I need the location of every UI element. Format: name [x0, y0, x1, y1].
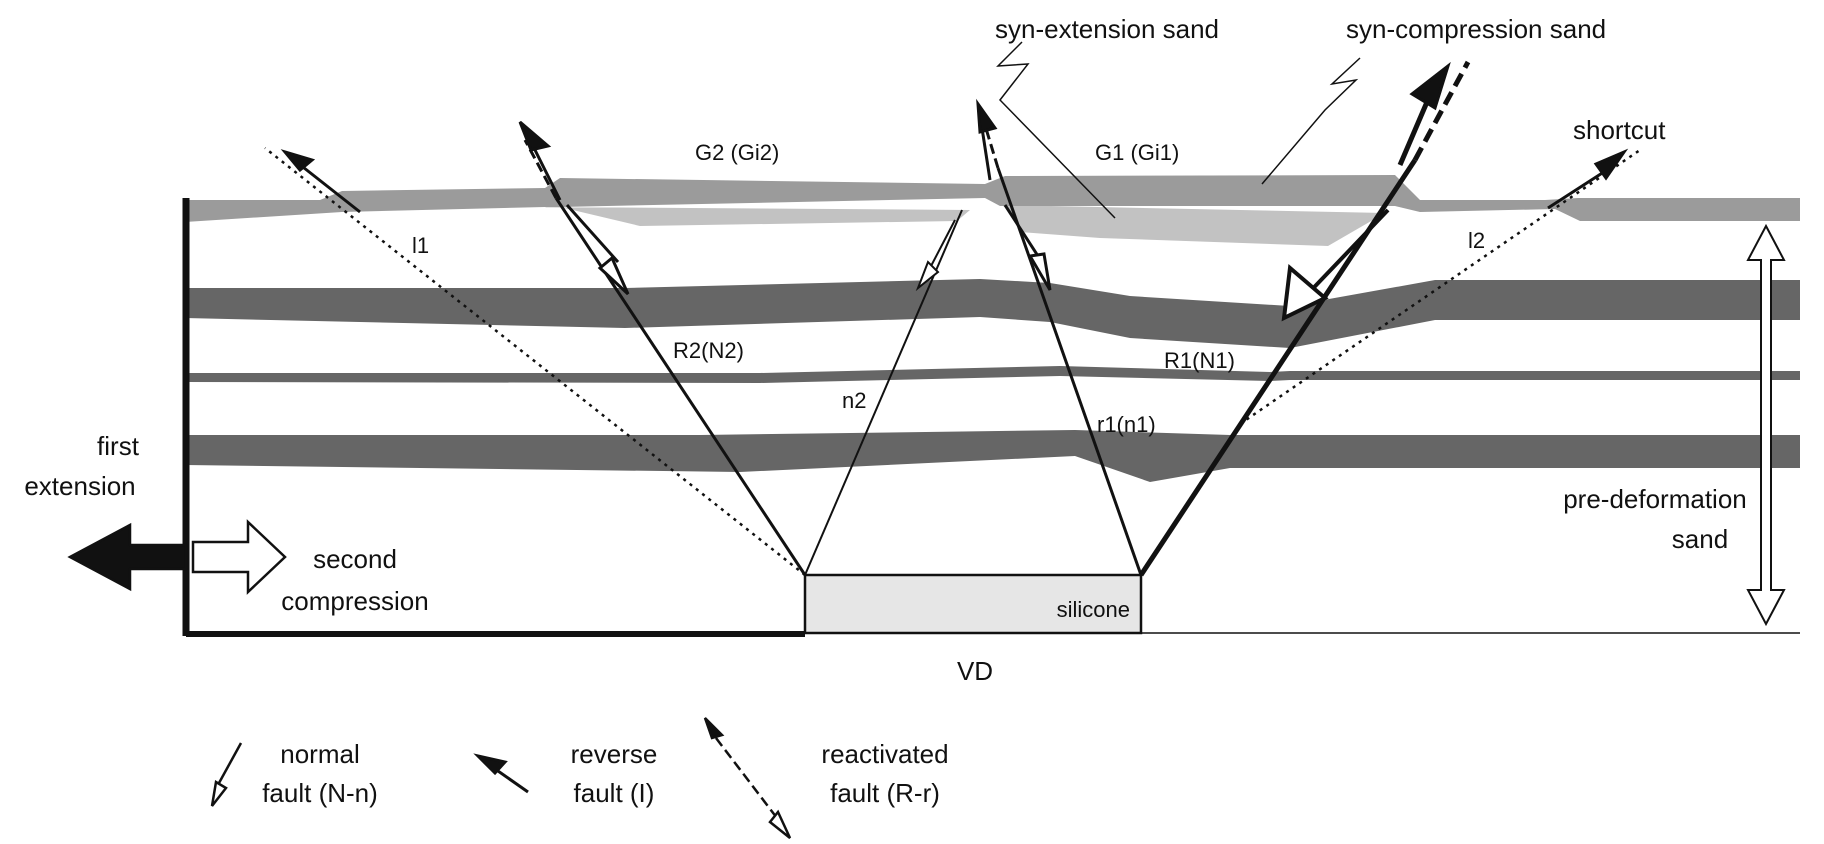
shortcut-label: shortcut [1573, 115, 1666, 145]
g1-label: G1 (Gi1) [1095, 140, 1179, 165]
fault-r1 [996, 167, 1143, 576]
first-extension-label-line1: first [97, 431, 140, 461]
reverse-arrow-r2-shaft [530, 143, 562, 201]
reverse-arrow-l1-shaft [293, 158, 361, 214]
n2-label: n2 [842, 388, 866, 413]
r2-label: R2(N2) [673, 338, 744, 363]
leader-syn-extension [996, 41, 1116, 219]
second-compression-arrow-icon [191, 519, 287, 595]
fault-n2 [804, 209, 963, 576]
reverse-arrow-l2-head [1593, 148, 1629, 181]
normal-arrow-r1-shaft [1003, 204, 1040, 257]
syn-compression-sand-label: syn-compression sand [1346, 14, 1606, 44]
pre-deformation-layer-2 [185, 366, 1800, 383]
r1-label: R1(N1) [1164, 348, 1235, 373]
second-compression-label-line1: second [313, 544, 397, 574]
normal-arrow-n2-head [915, 260, 940, 292]
normal-arrow-r2-shaft [565, 203, 620, 264]
syn-extension-sand-layer [545, 207, 970, 226]
double-arrow-icon [1746, 223, 1786, 627]
fault-l2-dotted [1239, 148, 1641, 426]
legend: normal fault (N-n) reverse fault (I) rea… [210, 717, 949, 839]
reverse-arrow-r1-shaft [980, 127, 992, 181]
normal-arrow-r2-head [597, 255, 630, 296]
normal-arrow-big-r1-head [1281, 264, 1329, 322]
fault-arrows [280, 61, 1629, 322]
fault-big-r1-reactivated-dash [1412, 60, 1471, 162]
legend-reverse-line2: fault (I) [574, 778, 655, 808]
model-frame [182, 198, 1800, 637]
reactivated-arrowhead-up-icon [703, 717, 725, 740]
reactivated-arrowhead-down-icon [768, 809, 792, 839]
l2-label: l2 [1468, 228, 1485, 253]
first-extension-arrow-icon [67, 522, 188, 592]
normal-fault-arrowhead-icon [210, 779, 228, 807]
pre-deformation-label-line2: sand [1672, 524, 1728, 554]
vd-label: VD [957, 656, 993, 686]
legend-normal-line1: normal [280, 739, 359, 769]
r1n1-label: r1(n1) [1097, 412, 1156, 437]
legend-reactivated-line1: reactivated [821, 739, 948, 769]
syn-compression-sand-layer [185, 175, 1800, 222]
syn-extension-sand-layer-right [1002, 205, 1385, 246]
silicone-label: silicone [1057, 597, 1130, 622]
normal-arrow-r1-head [1027, 252, 1052, 291]
legend-reactivated-line2: fault (R-r) [830, 778, 940, 808]
reactivated-dashed-line-icon [715, 737, 781, 823]
legend-reactivated-fault-symbol [703, 717, 792, 839]
normal-fault-line-icon [217, 742, 243, 784]
first-extension-label-line2: extension [24, 471, 135, 501]
reverse-arrow-big-r1-shaft [1397, 94, 1433, 166]
reverse-arrow-l1-head [280, 149, 316, 173]
pre-deformation-arrow [1746, 223, 1786, 627]
legend-normal-line2: fault (N-n) [262, 778, 378, 808]
pre-deformation-layer-1 [185, 279, 1800, 348]
leader-syn-compression [1261, 57, 1361, 185]
normal-arrow-n2-shaft [929, 219, 956, 269]
l1-label: l1 [412, 233, 429, 258]
reverse-arrow-r1-head [976, 98, 998, 134]
pre-deformation-label-line1: pre-deformation [1563, 484, 1747, 514]
reverse-arrow-l2-shaft [1547, 166, 1611, 210]
fault-r1-reactivated-dash [982, 121, 1000, 169]
g2-label: G2 (Gi2) [695, 140, 779, 165]
legend-reverse-line1: reverse [571, 739, 658, 769]
silicone-layer [803, 573, 1143, 635]
leader-lines [996, 41, 1361, 219]
reverse-fault-arrowhead-icon [473, 753, 508, 776]
sand-layers [185, 175, 1800, 482]
legend-reverse-fault-symbol [473, 753, 529, 794]
legend-normal-fault-symbol [210, 742, 243, 807]
second-compression-label-line2: compression [281, 586, 428, 616]
syn-extension-sand-label: syn-extension sand [995, 14, 1219, 44]
fault-l1-dotted [264, 147, 806, 576]
reverse-arrow-big-r1-head [1409, 61, 1451, 111]
deformation-arrows [67, 519, 287, 595]
reverse-arrow-r2-head [518, 120, 552, 152]
silicone-box: silicone [803, 573, 1143, 635]
fault-r2 [554, 197, 807, 576]
pre-deformation-layer-3 [185, 430, 1800, 482]
labels: syn-extension sand syn-compression sand … [24, 14, 1746, 686]
